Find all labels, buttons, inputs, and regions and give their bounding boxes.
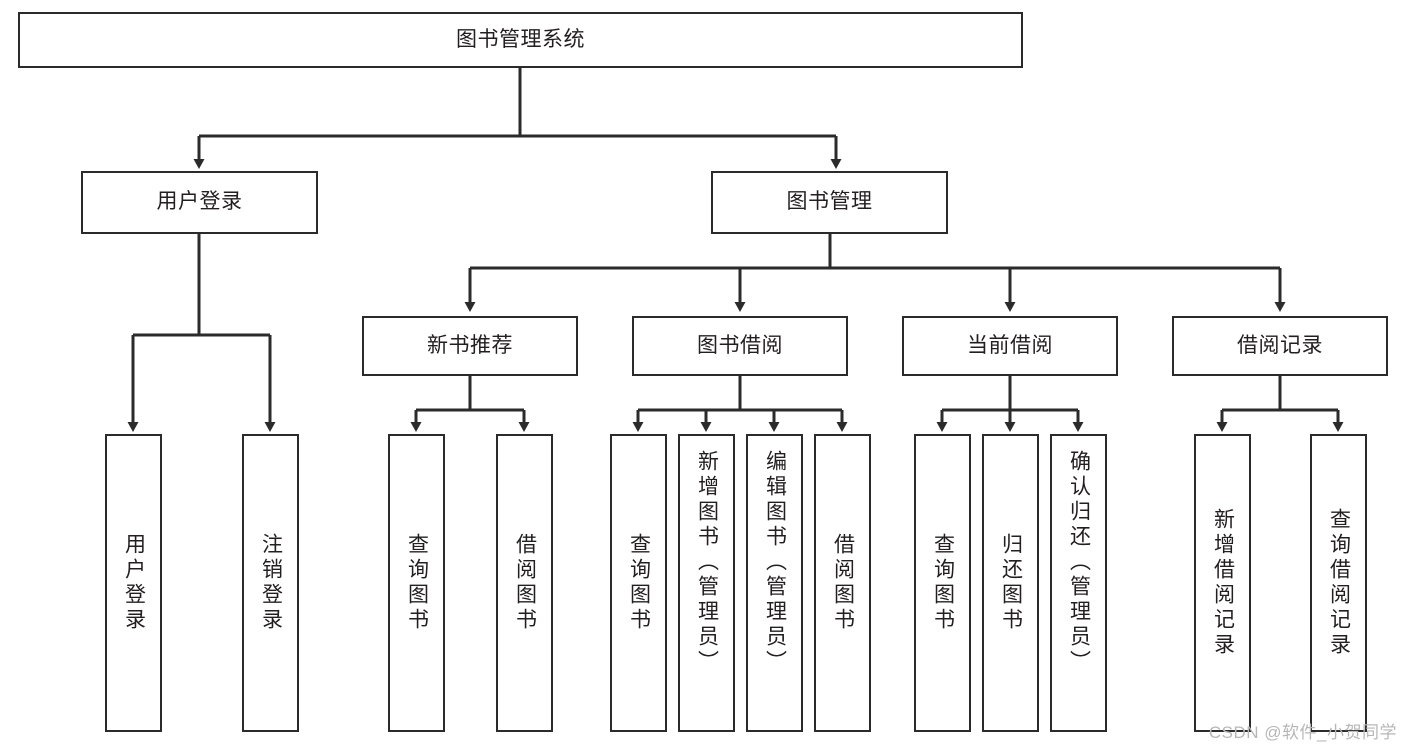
node-current-borrow-label: 当前借阅 (967, 333, 1053, 357)
leaf-book-borrow-0[interactable]: 查询图书 (610, 434, 667, 732)
node-book-borrow-label: 图书借阅 (697, 333, 783, 357)
node-book-management-label: 图书管理 (786, 190, 873, 214)
leaf-current-borrow-2[interactable]: 确认归还（管理员） (1050, 434, 1107, 732)
leaf-current-borrow-0-label: 查询图书 (931, 533, 955, 633)
leaf-borrow-record-0[interactable]: 新增借阅记录 (1194, 434, 1251, 732)
leaf-user-login-0[interactable]: 用户登录 (105, 434, 162, 732)
node-book-management[interactable]: 图书管理 (711, 171, 948, 234)
leaf-user-login-0-label: 用户登录 (122, 533, 146, 633)
leaf-current-borrow-0[interactable]: 查询图书 (914, 434, 971, 732)
leaf-new-book-0[interactable]: 查询图书 (388, 434, 445, 732)
node-new-book-recommend[interactable]: 新书推荐 (362, 316, 578, 376)
node-user-login-label: 用户登录 (156, 190, 243, 214)
node-root[interactable]: 图书管理系统 (18, 12, 1023, 68)
leaf-current-borrow-2-label: 确认归还（管理员） (1067, 450, 1091, 675)
node-book-borrow[interactable]: 图书借阅 (632, 316, 848, 376)
leaf-user-login-1-label: 注销登录 (259, 533, 283, 633)
leaf-book-borrow-3-label: 借阅图书 (831, 533, 855, 633)
leaf-book-borrow-2-label: 编辑图书（管理员） (763, 450, 787, 675)
node-root-label: 图书管理系统 (456, 27, 585, 51)
node-borrow-record[interactable]: 借阅记录 (1172, 316, 1388, 376)
leaf-current-borrow-1-label: 归还图书 (999, 533, 1023, 633)
watermark: CSDN @软件_小贺同学 (1208, 723, 1397, 742)
leaf-book-borrow-3[interactable]: 借阅图书 (814, 434, 871, 732)
leaf-borrow-record-1-label: 查询借阅记录 (1327, 508, 1351, 658)
leaf-new-book-1-label: 借阅图书 (513, 533, 537, 633)
leaf-new-book-1[interactable]: 借阅图书 (496, 434, 553, 732)
node-new-book-recommend-label: 新书推荐 (427, 333, 513, 357)
leaf-book-borrow-1-label: 新增图书（管理员） (695, 450, 719, 675)
leaf-user-login-1[interactable]: 注销登录 (242, 434, 299, 732)
node-borrow-record-label: 借阅记录 (1237, 333, 1323, 357)
leaf-book-borrow-2[interactable]: 编辑图书（管理员） (746, 434, 803, 732)
node-current-borrow[interactable]: 当前借阅 (902, 316, 1118, 376)
leaf-book-borrow-0-label: 查询图书 (627, 533, 651, 633)
leaf-borrow-record-1[interactable]: 查询借阅记录 (1310, 434, 1367, 732)
leaf-current-borrow-1[interactable]: 归还图书 (982, 434, 1039, 732)
node-user-login[interactable]: 用户登录 (81, 171, 318, 234)
leaf-borrow-record-0-label: 新增借阅记录 (1211, 508, 1235, 658)
leaf-new-book-0-label: 查询图书 (405, 533, 429, 633)
leaf-book-borrow-1[interactable]: 新增图书（管理员） (678, 434, 735, 732)
